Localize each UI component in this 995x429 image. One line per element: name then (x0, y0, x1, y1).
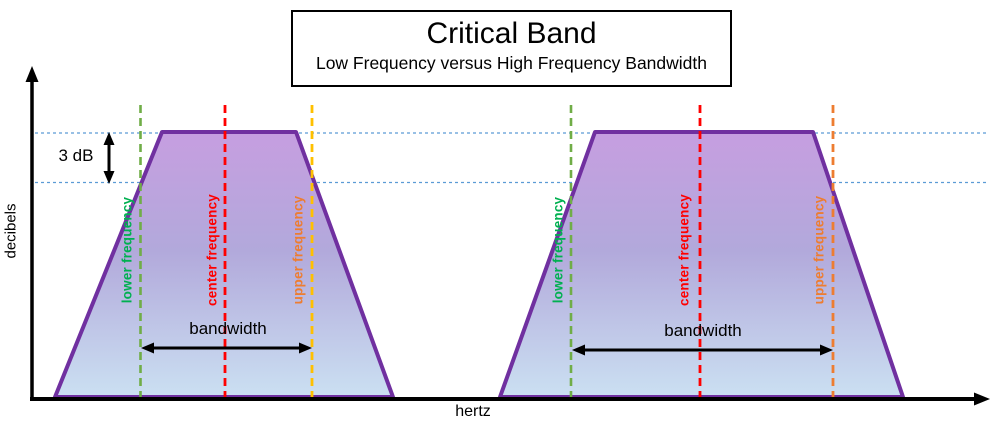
left-upper-frequency-label: upper frequency (290, 195, 306, 305)
left-center-frequency-label: center frequency (204, 194, 220, 306)
left-lower-frequency-label: lower frequency (119, 196, 135, 304)
title-box: Critical Band Low Frequency versus High … (291, 10, 732, 87)
right-lower-frequency-label: lower frequency (550, 196, 566, 304)
left-bandwidth-label: bandwidth (189, 319, 267, 338)
right-upper-frequency-label: upper frequency (811, 195, 827, 305)
right-bandwidth-arrowhead-left-icon (572, 344, 585, 356)
diagram-title: Critical Band (426, 17, 597, 50)
y-axis-label: decibels (2, 203, 20, 259)
diagram-subtitle: Low Frequency versus High Frequency Band… (315, 52, 708, 73)
y-axis-arrowhead-icon (25, 66, 39, 82)
left-bandwidth-arrowhead-right-icon (299, 342, 312, 354)
three-db-label: 3 dB (58, 146, 94, 165)
right-bandwidth-label: bandwidth (664, 321, 742, 340)
three-db-arrowhead-up-icon (103, 132, 115, 145)
right-bandwidth-arrowhead-right-icon (820, 344, 833, 356)
three-db-arrowhead-down-icon (103, 171, 115, 184)
left-bandwidth-arrowhead-left-icon (141, 342, 154, 354)
x-axis-label: hertz (455, 403, 491, 420)
right-center-frequency-label: center frequency (676, 194, 692, 306)
x-axis-arrowhead-icon (974, 392, 990, 406)
